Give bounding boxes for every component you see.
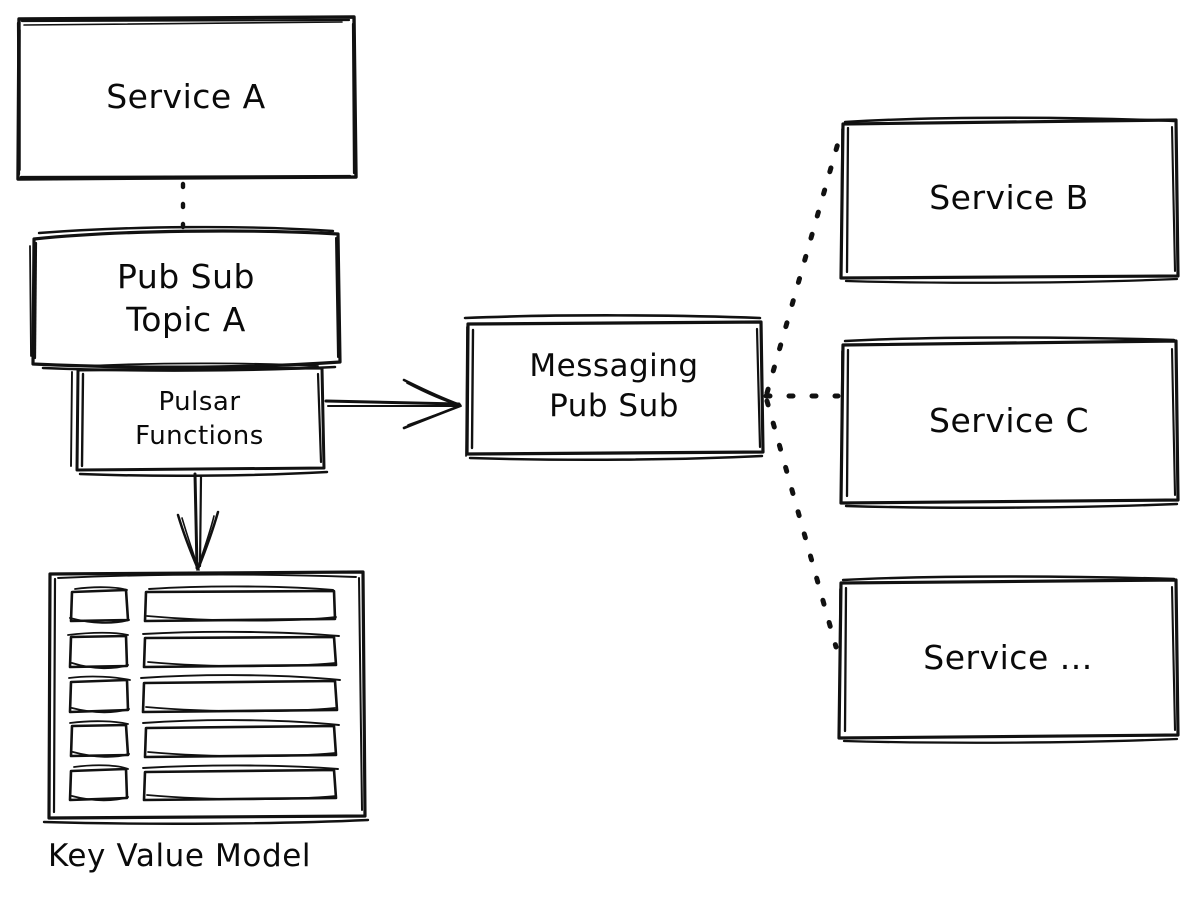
key-value-model-caption: Key Value Model <box>48 838 312 874</box>
service-c-box[interactable] <box>839 336 1180 509</box>
key-value-row <box>69 719 340 759</box>
service-more-box[interactable] <box>837 575 1180 744</box>
connector-messaging-to-service-more <box>764 398 839 650</box>
messaging-pub-sub-box[interactable] <box>463 314 765 461</box>
key-value-rows <box>67 585 341 802</box>
key-value-model-box[interactable] <box>42 570 370 825</box>
service-a-box[interactable] <box>16 15 358 181</box>
connector-messaging-to-service-b <box>764 140 841 396</box>
connector-pulsar-to-key-value-arrow <box>176 472 220 571</box>
connector-pulsar-to-messaging-arrow <box>324 378 462 430</box>
pulsar-functions-box[interactable] <box>70 362 329 477</box>
pub-sub-topic-a-box[interactable] <box>29 225 342 372</box>
service-b-box[interactable] <box>839 116 1180 284</box>
key-value-row <box>69 585 337 624</box>
key-value-row <box>68 764 339 802</box>
key-value-row <box>67 630 340 670</box>
key-value-row <box>68 674 341 714</box>
